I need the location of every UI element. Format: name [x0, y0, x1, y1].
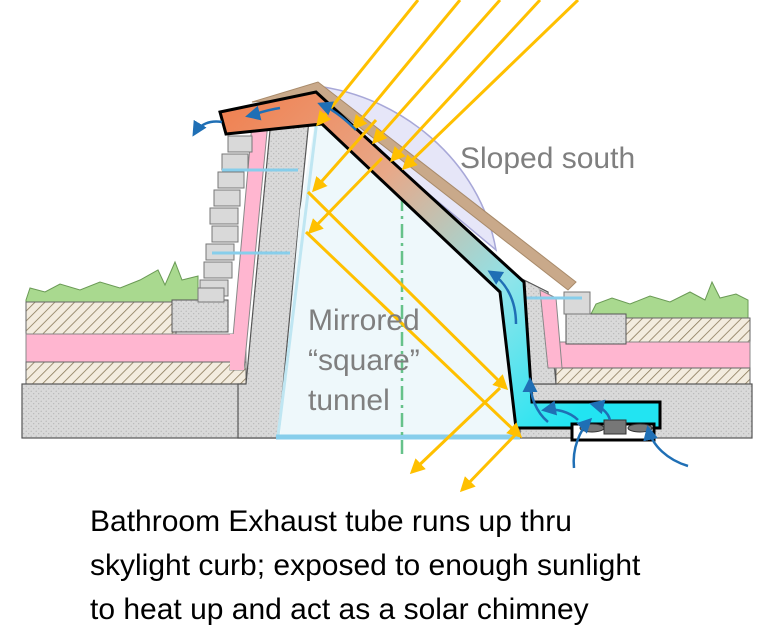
left-ground	[21, 260, 279, 439]
topsoil-left	[25, 301, 177, 335]
gravel-left	[25, 361, 247, 385]
slab-left	[21, 383, 279, 439]
sun-ray-arrow	[306, 190, 509, 391]
airflow-arrow	[317, 101, 357, 131]
airflow-arrow	[245, 105, 281, 121]
left-curb	[197, 109, 311, 439]
curb-wall-left	[237, 109, 311, 439]
sun-ray-arrow	[372, 0, 502, 145]
topsoil-right	[621, 317, 751, 343]
airflow-arrow	[192, 119, 223, 137]
insulation-left	[25, 333, 247, 363]
airflow-arrow	[589, 399, 612, 421]
diagram-caption: Bathroom Exhaust tube runs up thru skyli…	[90, 500, 760, 632]
sun-ray-arrow	[459, 432, 518, 493]
tunnel-interior	[280, 116, 518, 436]
airflow-arrow	[487, 270, 518, 325]
caption-line: Bathroom Exhaust tube runs up thru	[90, 505, 572, 538]
airflow-arrows	[192, 101, 689, 469]
sun-ray-arrow	[352, 0, 462, 131]
sun-ray-arrow	[307, 156, 384, 235]
caption-line: to heat up and act as a solar chimney	[90, 593, 589, 626]
curb-insulation-right	[539, 289, 563, 369]
exhaust-fan-icon	[570, 419, 656, 442]
tunnel-label-line3: tunnel	[308, 384, 390, 417]
sloped-south-label: Sloped south	[460, 142, 635, 175]
tunnel-label-line2: “square”	[308, 344, 420, 377]
gravel-right	[555, 367, 751, 385]
airflow-arrow	[541, 400, 579, 421]
exhaust-tube	[218, 90, 662, 430]
insulation-wrap-left	[230, 334, 244, 370]
grass-right	[589, 280, 749, 319]
sun-ray-arrow	[401, 0, 580, 171]
airflow-arrow	[643, 425, 689, 468]
sun-ray-arrow	[316, 0, 420, 127]
footing-right	[565, 313, 627, 345]
sun-ray-arrow	[312, 119, 378, 193]
airflow-arrow	[522, 377, 549, 423]
sun-ray-arrow	[389, 0, 542, 163]
grass-left	[25, 260, 199, 303]
airflow-arrow	[572, 417, 593, 469]
caption-line: skylight curb; exposed to enough sunligh…	[90, 549, 641, 582]
sunlight-rays	[304, 0, 580, 493]
tunnel-label-line1: Mirrored	[308, 304, 420, 337]
mirror-left	[276, 111, 320, 437]
sun-ray-arrow	[409, 386, 502, 475]
stone-veneer	[197, 135, 253, 303]
footing-left	[171, 299, 229, 333]
stone-right	[563, 291, 591, 315]
insulation-right	[555, 341, 751, 369]
